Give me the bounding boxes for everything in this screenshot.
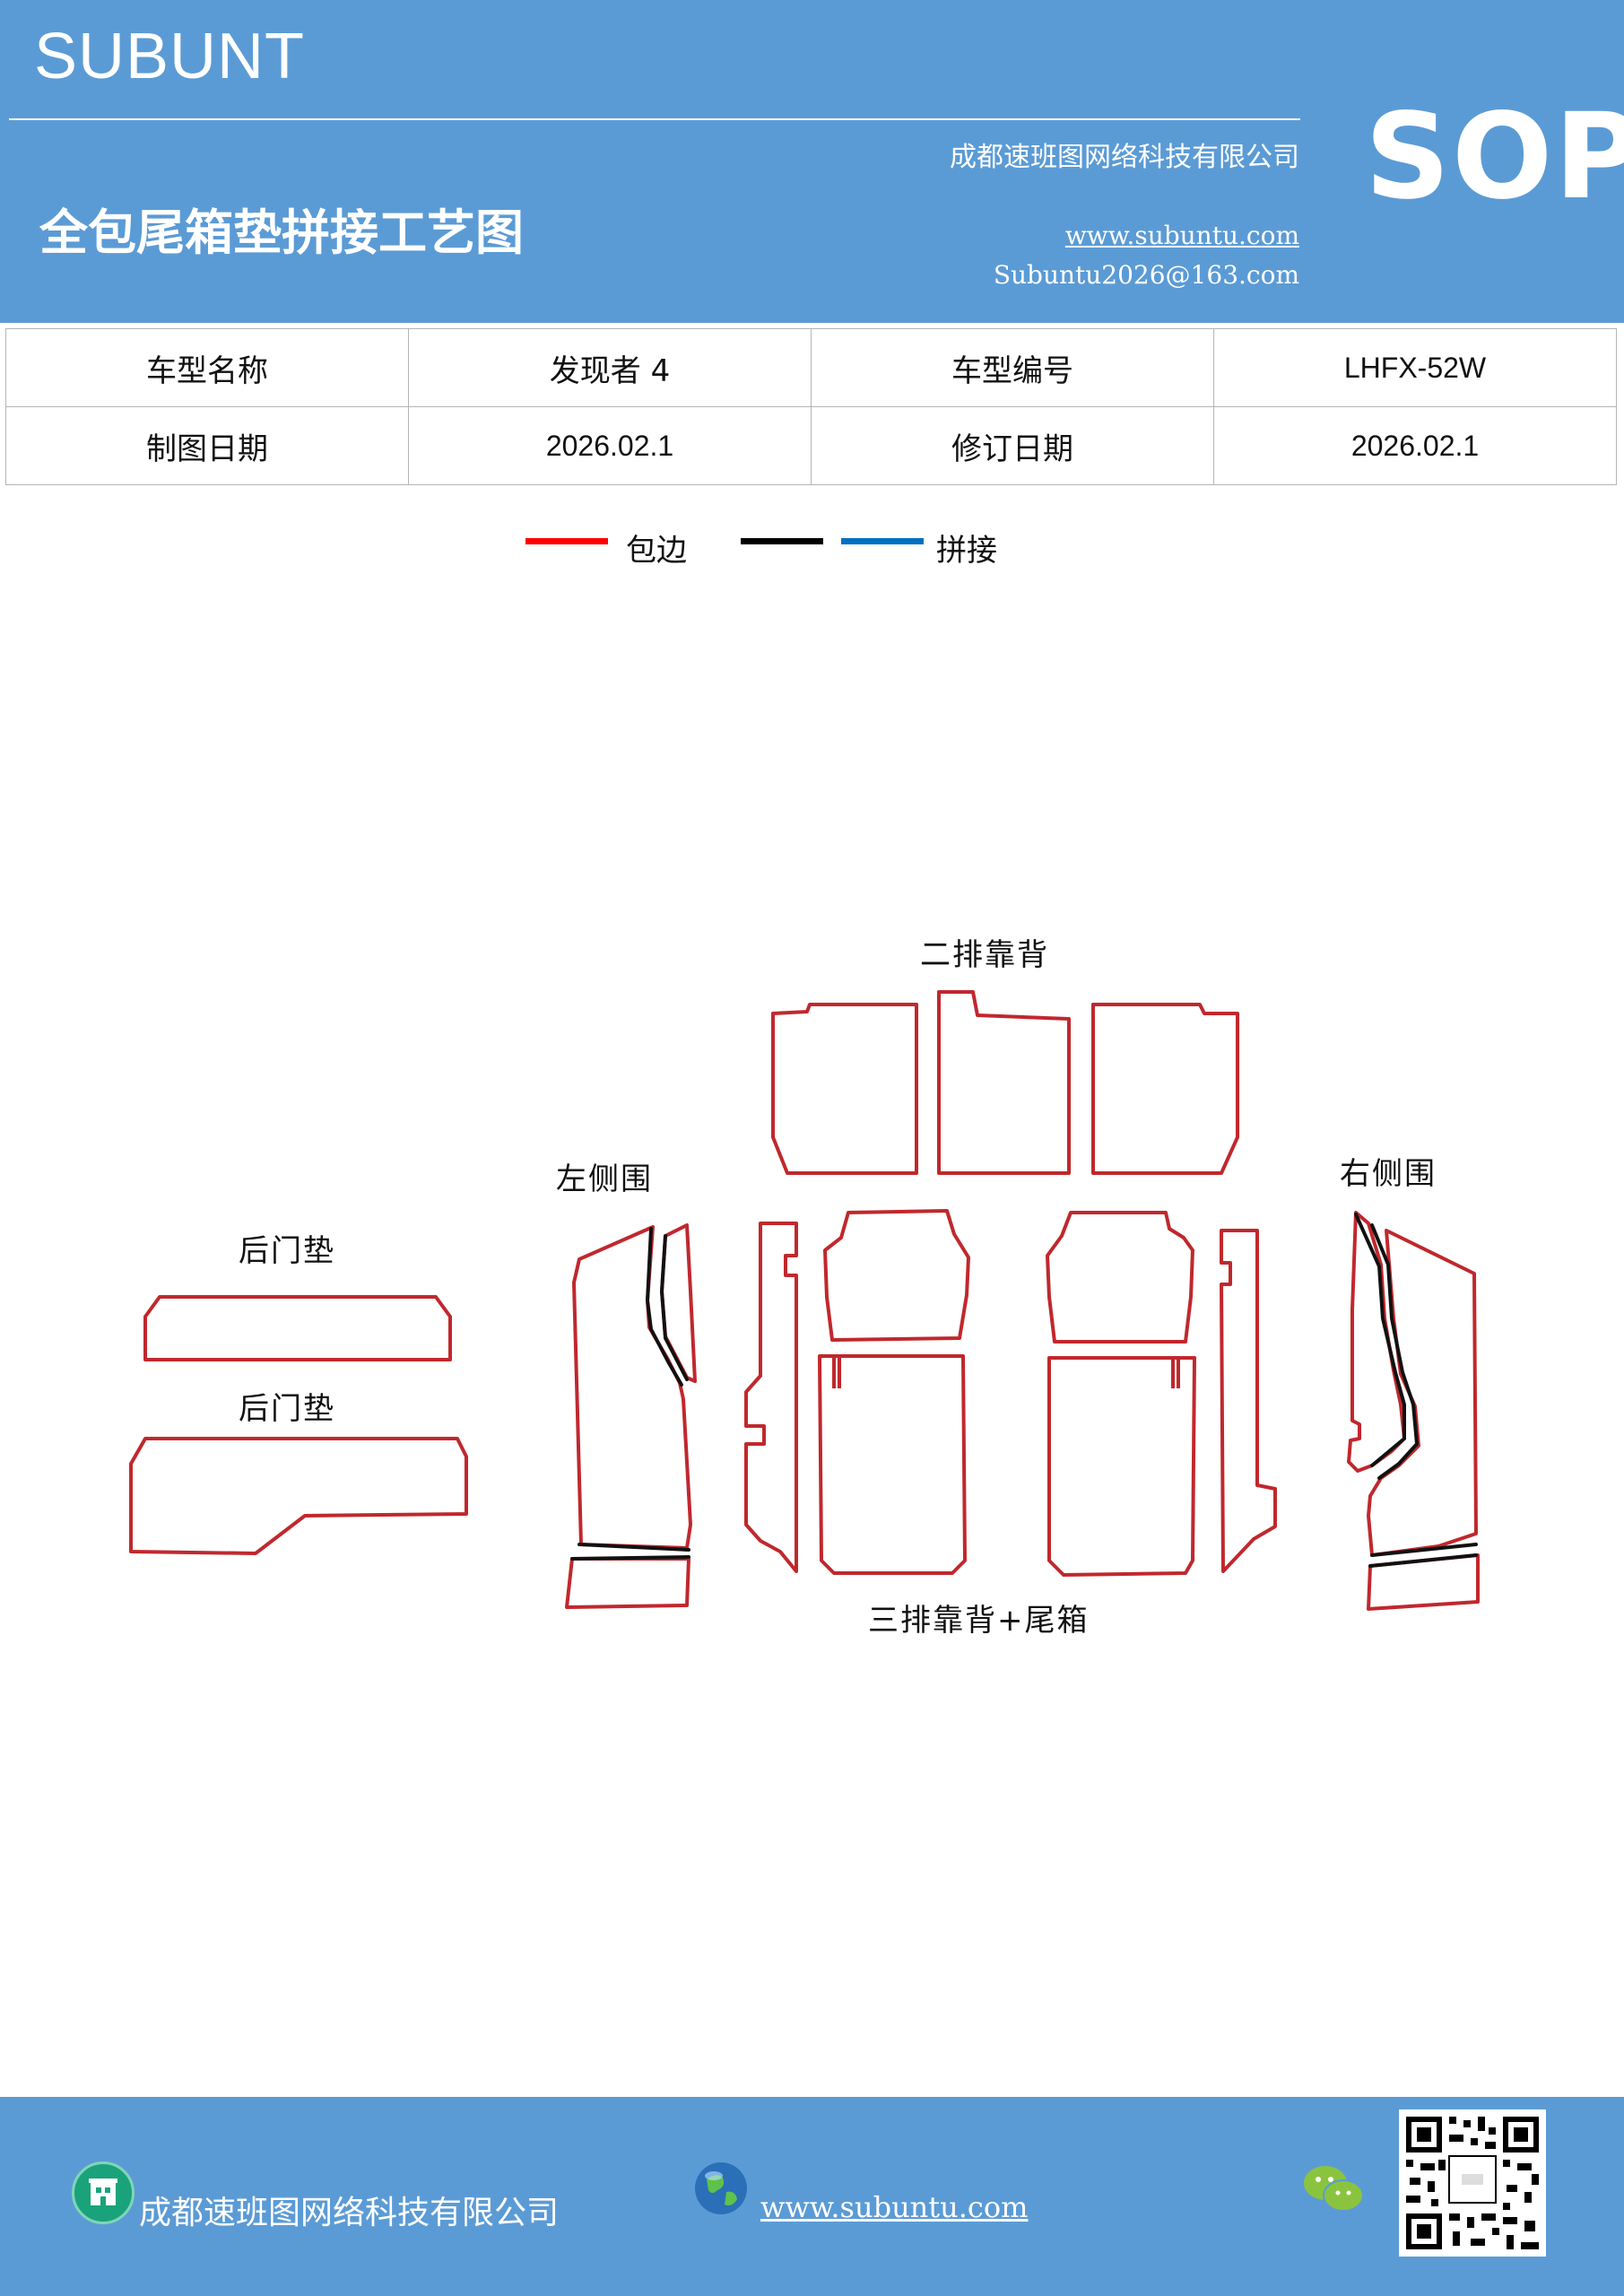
third-row-back-left-piece	[823, 1209, 970, 1342]
legend: 包边 拼接	[0, 526, 1624, 570]
label-draw-date: 制图日期	[5, 406, 409, 485]
third-row-back-right-piece	[1046, 1211, 1194, 1344]
document-title: 全包尾箱垫拼接工艺图	[39, 204, 524, 261]
legend-black-swatch	[741, 538, 823, 544]
second-row-back-middle-piece	[937, 990, 1071, 1175]
rear-door-mat-lower	[129, 1437, 468, 1555]
trunk-right-notch	[1171, 1358, 1180, 1388]
table-row: 车型名称 发现者 4 车型编号 LHFX-52W	[5, 328, 1617, 407]
label-model-name: 车型名称	[5, 328, 409, 407]
rear-door-mat-upper	[143, 1295, 452, 1361]
left-inner-strip	[744, 1222, 798, 1573]
left-panel-seam-bottom-2	[570, 1555, 690, 1561]
header-banner: SUBUNT 成都速班图网络科技有限公司 全包尾箱垫拼接工艺图 www.subu…	[0, 0, 1624, 323]
globe-icon	[692, 2160, 750, 2217]
footer-company: 成都速班图网络科技有限公司	[139, 2195, 560, 2231]
header-website-link[interactable]: www.subuntu.com	[1064, 221, 1299, 250]
left-panel-seam-bottom	[578, 1543, 690, 1552]
legend-join-label: 拼接	[936, 533, 997, 569]
right-panel-seam-strip	[1354, 1213, 1406, 1467]
label-revise-date: 修订日期	[811, 406, 1214, 485]
trunk-right-piece	[1047, 1356, 1196, 1577]
right-side-panel-main	[1367, 1229, 1478, 1557]
second-row-back-right-piece	[1091, 1003, 1239, 1175]
legend-blue-swatch	[841, 538, 924, 544]
header-company: 成都速班图网络科技有限公司	[950, 142, 1299, 173]
legend-red-swatch	[525, 538, 608, 544]
right-panel-seam-vertical	[1370, 1223, 1420, 1480]
right-inner-strip	[1220, 1229, 1277, 1573]
label-right-side: 右侧围	[1340, 1156, 1437, 1192]
label-model-code: 车型编号	[811, 328, 1214, 407]
left-side-panel-bottom	[565, 1557, 690, 1609]
header-email: Subuntu2026@163.com	[993, 260, 1299, 290]
left-panel-seam-vertical	[645, 1227, 683, 1387]
right-panel-seam-bottom	[1370, 1543, 1478, 1557]
table-row: 制图日期 2026.02.1 修订日期 2026.02.1	[5, 406, 1617, 485]
label-second-row-back: 二排靠背	[920, 937, 1049, 973]
trunk-left-notch	[832, 1356, 841, 1388]
right-panel-seam-bottom-2	[1368, 1553, 1478, 1568]
building-icon	[72, 2161, 135, 2224]
value-revise-date: 2026.02.1	[1213, 406, 1617, 485]
sop-badge: SOP	[1365, 88, 1624, 226]
label-left-side: 左侧围	[556, 1161, 653, 1197]
legend-wrap-label: 包边	[626, 533, 687, 569]
left-side-panel-main	[572, 1225, 692, 1550]
vehicle-info-table: 车型名称 发现者 4 车型编号 LHFX-52W 制图日期 2026.02.1 …	[5, 328, 1617, 485]
value-model-code: LHFX-52W	[1213, 328, 1617, 407]
label-rear-door-2: 后门垫	[239, 1391, 335, 1427]
value-draw-date: 2026.02.1	[408, 406, 812, 485]
header-divider	[9, 118, 1300, 120]
footer-banner: 成都速班图网络科技有限公司 www.subuntu.com	[0, 2097, 1624, 2296]
trunk-left-piece	[818, 1354, 967, 1575]
label-third-row-trunk: 三排靠背+尾箱	[868, 1603, 1090, 1639]
value-model-name: 发现者 4	[408, 328, 812, 407]
left-panel-seam-strip	[659, 1234, 689, 1381]
label-rear-door-1: 后门垫	[239, 1233, 335, 1269]
wechat-icon	[1302, 2161, 1365, 2215]
second-row-back-left-piece	[771, 1003, 918, 1175]
brand-name: SUBUNT	[34, 21, 306, 92]
footer-website-link[interactable]: www.subuntu.com	[760, 2190, 1029, 2224]
qr-code-image	[1399, 2109, 1546, 2257]
